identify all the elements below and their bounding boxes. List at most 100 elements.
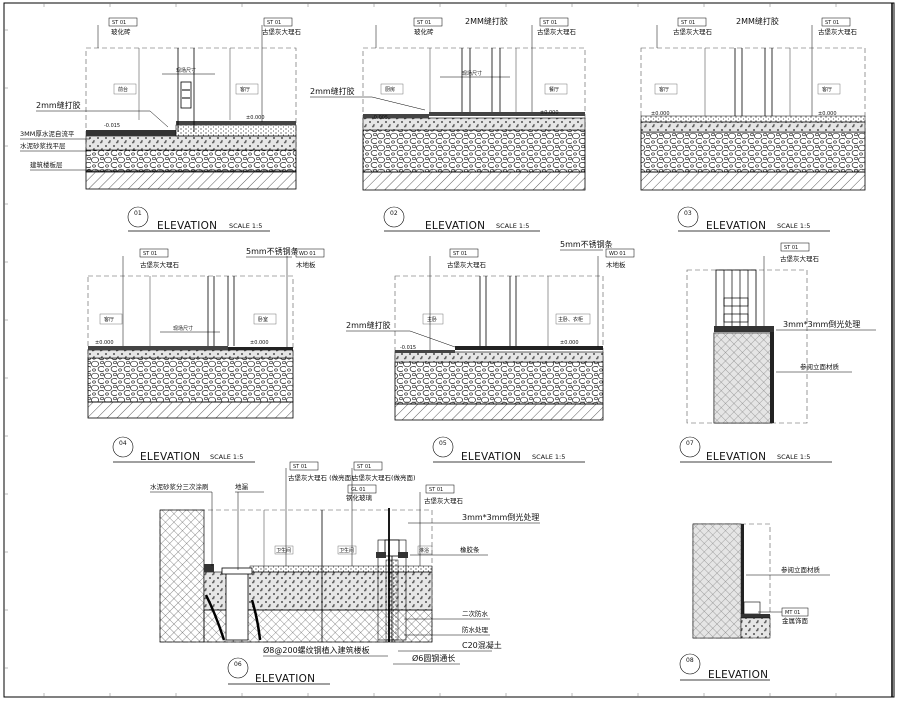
room-label: 主卧 xyxy=(427,316,437,323)
detail-scale: SCALE 1:5 xyxy=(532,453,565,461)
level-mark: ±0.000 xyxy=(246,115,265,121)
material-tag-code: ST 01 xyxy=(543,20,557,26)
detail-title: ELEVATION xyxy=(425,220,485,232)
detail-scale: SCALE 1:5 xyxy=(496,222,529,230)
detail-scale: SCALE 1:5 xyxy=(777,453,810,461)
callout-text: 水泥砂浆分三次涂刷 xyxy=(150,482,209,491)
detail-01: 现场尺寸 前台 客厅 -0.015 ±0.000 ST 01 玻化砖 ST 01… xyxy=(20,17,302,232)
material-tag-code: MT 01 xyxy=(785,610,800,616)
material-tag-label: 古堡灰大理石 xyxy=(447,260,487,269)
dim-label: 现场尺寸 xyxy=(173,325,193,332)
room-label: 厨房 xyxy=(385,86,395,93)
callout-text: 2mm缝打胶 xyxy=(36,100,81,110)
material-tag-code: ST 01 xyxy=(429,487,443,493)
callout-text: 二次防水 xyxy=(462,609,489,618)
detail-title: ELEVATION xyxy=(255,673,315,685)
material-tag-code: ST 01 xyxy=(681,20,695,26)
callout-text: Ø8@200螺纹钢植入建筑楼板 xyxy=(263,645,370,655)
callout-text: 5mm不锈钢条 xyxy=(246,246,299,256)
room-label: 客厅 xyxy=(822,86,832,93)
material-tag-label: 木地板 xyxy=(296,260,316,269)
material-tag-label: 古堡灰大理石 xyxy=(262,27,302,36)
level-mark: -0.005 xyxy=(372,115,388,121)
detail-number: 02 xyxy=(390,210,398,217)
detail-06: 卫生间 卫生间 淋浴 ST 01 古堡灰大理石 (做亮面) ST 01 古堡灰大… xyxy=(150,461,540,685)
room-label: 主卧、衣柜 xyxy=(558,316,583,323)
detail-05: 主卧 主卧、衣柜 -0.015 ±0.000 ST 01 古堡灰大理石 WD 0… xyxy=(346,239,635,463)
material-tag-code: ST 01 xyxy=(825,20,839,26)
detail-number: 06 xyxy=(234,661,242,668)
detail-title: ELEVATION xyxy=(706,220,766,232)
material-tag-code: WD 01 xyxy=(299,251,316,257)
material-tag-code: ST 01 xyxy=(267,20,281,26)
room-label: 卫生间 xyxy=(276,547,291,554)
material-tag-label: 古堡灰大理石 xyxy=(673,27,713,36)
dim-label: 现场尺寸 xyxy=(462,70,482,77)
callout-text: 防水处理 xyxy=(462,625,489,634)
material-tag-code: ST 01 xyxy=(112,20,126,26)
material-tag-code: ST 01 xyxy=(784,245,798,251)
level-mark: ±0.000 xyxy=(651,111,670,117)
detail-title: ELEVATION xyxy=(461,451,521,463)
material-tag-code: ST 01 xyxy=(293,464,307,470)
material-tag-label: 金属饰面 xyxy=(782,616,809,625)
detail-02: 现场尺寸 厨房 餐厅 -0.005 ±0.000 ST 01 玻化砖 ST 01… xyxy=(310,16,586,232)
material-tag-code: ST 01 xyxy=(357,464,371,470)
room-label: 客厅 xyxy=(104,316,114,323)
callout-text: 橡胶条 xyxy=(460,545,480,554)
callout-text: 3mm*3mm倒光处理 xyxy=(783,319,860,329)
detail-number: 08 xyxy=(686,657,694,664)
room-label: 前台 xyxy=(118,86,128,93)
callout-text: Ø6圆钢通长 xyxy=(412,653,455,663)
detail-title: ELEVATION xyxy=(157,220,217,232)
callout-text: 地漏 xyxy=(235,482,249,491)
room-label: 客厅 xyxy=(659,86,669,93)
room-label: 餐厅 xyxy=(549,86,559,93)
level-mark: -0.015 xyxy=(104,123,120,129)
callout-text: 2MM缝打胶 xyxy=(736,16,779,26)
detail-title: ELEVATION xyxy=(708,669,768,681)
level-mark: ±0.000 xyxy=(818,111,837,117)
material-tag-code: ST 01 xyxy=(143,251,157,257)
material-tag-label: 钢化玻璃 xyxy=(346,493,373,502)
callout-text: 参阅立面材质 xyxy=(781,565,821,574)
material-tag-label: 古堡灰大理石(做亮面) xyxy=(352,473,416,482)
room-label: 客厅 xyxy=(240,86,250,93)
material-tag-label: 古堡灰大理石 xyxy=(818,27,858,36)
detail-03: 客厅 客厅 ±0.000 ±0.000 ST 01 古堡灰大理石 ST 01 古… xyxy=(640,16,866,232)
level-mark: ±0.000 xyxy=(540,110,559,116)
material-tag-label: 玻化砖 xyxy=(111,27,131,36)
detail-number: 03 xyxy=(684,210,692,217)
callout-text: 3mm*3mm倒光处理 xyxy=(462,512,539,522)
material-tag-label: 古堡灰大理石 (做亮面) xyxy=(288,473,354,482)
callout-text: 5mm不锈钢条 xyxy=(560,239,613,249)
material-tag-label: 古堡灰大理石 xyxy=(537,27,577,36)
detail-scale: SCALE 1:5 xyxy=(777,222,810,230)
detail-title: ELEVATION xyxy=(706,451,766,463)
level-mark: ±0.000 xyxy=(560,340,579,346)
detail-07: ST 01 古堡灰大理石 3mm*3mm倒光处理 参阅立面材质 07 ELEVA… xyxy=(679,242,876,463)
detail-scale: SCALE 1:5 xyxy=(229,222,262,230)
material-tag-label: 古堡灰大理石 xyxy=(780,254,820,263)
callout-text: 2mm缝打胶 xyxy=(346,320,391,330)
detail-number: 05 xyxy=(439,440,447,447)
callout-text: 参阅立面材质 xyxy=(800,362,840,371)
room-label: 淋浴 xyxy=(419,547,429,554)
material-tag-label: 木地板 xyxy=(606,260,626,269)
level-mark: ±0.000 xyxy=(95,340,114,346)
material-tag-label: 古堡灰大理石 xyxy=(140,260,180,269)
level-mark: ±0.000 xyxy=(250,340,269,346)
callout-text: C20混凝土 xyxy=(462,640,502,650)
material-tag-label: 玻化砖 xyxy=(414,27,434,36)
callout-text: 建筑楼板层 xyxy=(30,160,63,169)
material-tag-code: GL 01 xyxy=(351,487,366,493)
detail-04: 现场尺寸 客厅 卧室 ±0.000 ±0.000 ST 01 古堡灰大理石 WD… xyxy=(87,246,325,463)
material-tag-label: 古堡灰大理石 xyxy=(424,496,464,505)
detail-number: 01 xyxy=(134,210,142,217)
material-tag-code: ST 01 xyxy=(417,20,431,26)
callout-text: 3MM厚水泥自流平 xyxy=(20,129,75,138)
dim-label: 现场尺寸 xyxy=(176,67,196,74)
detail-title: ELEVATION xyxy=(140,451,200,463)
detail-number: 04 xyxy=(119,440,127,447)
